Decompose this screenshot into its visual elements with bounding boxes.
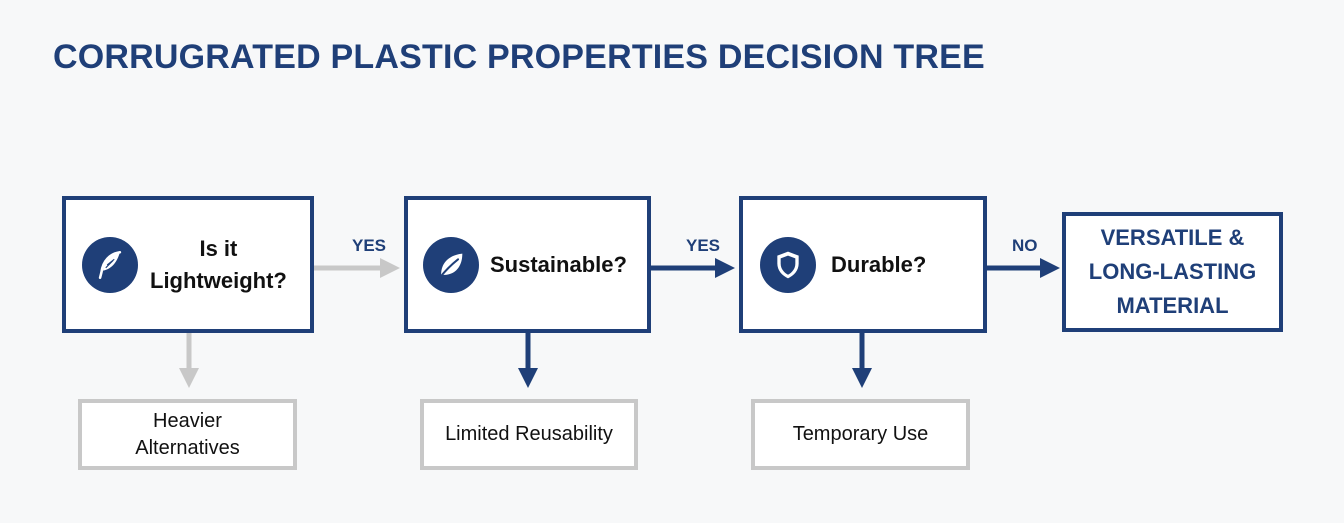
node-lightweight-label-line2: Lightweight? xyxy=(150,267,287,293)
node-durable: Durable? xyxy=(739,196,987,333)
outcome-heavier-line2: Alternatives xyxy=(135,436,240,459)
outcome-temporary-use: Temporary Use xyxy=(751,399,970,470)
outcome-temporary-use-label: Temporary Use xyxy=(792,423,929,445)
node-durable-label: Durable? xyxy=(831,251,927,277)
edge-label-yes-2: YES xyxy=(686,236,721,255)
feather-icon xyxy=(82,236,138,293)
outcome-heavier-alternatives: Heavier Alternatives xyxy=(78,399,297,470)
node-sustainable: Sustainable? xyxy=(404,196,651,333)
outcome-limited-reusability: Limited Reusability xyxy=(420,399,638,470)
final-outcome-line1: VERSATILE & xyxy=(1100,225,1245,250)
edge-label-no: NO xyxy=(1012,236,1038,255)
diagram-title: CORRUGRATED PLASTIC PROPERTIES DECISION … xyxy=(53,38,985,76)
node-lightweight-label: Is it Lightweight? xyxy=(150,233,287,297)
leaf-icon xyxy=(423,236,479,293)
node-lightweight-label-line1: Is it xyxy=(199,235,238,261)
final-outcome-line2: LONG-LASTING xyxy=(1088,259,1257,284)
final-outcome-line3: MATERIAL xyxy=(1116,293,1229,318)
shield-icon xyxy=(760,236,816,293)
outcome-heavier-line1: Heavier xyxy=(153,409,222,432)
outcome-limited-reusability-label: Limited Reusability xyxy=(445,423,613,445)
node-lightweight: Is it Lightweight? xyxy=(62,196,314,333)
node-sustainable-label: Sustainable? xyxy=(490,251,627,277)
final-outcome: VERSATILE & LONG-LASTING MATERIAL xyxy=(1062,212,1283,332)
edge-label-yes-1: YES xyxy=(352,236,387,255)
